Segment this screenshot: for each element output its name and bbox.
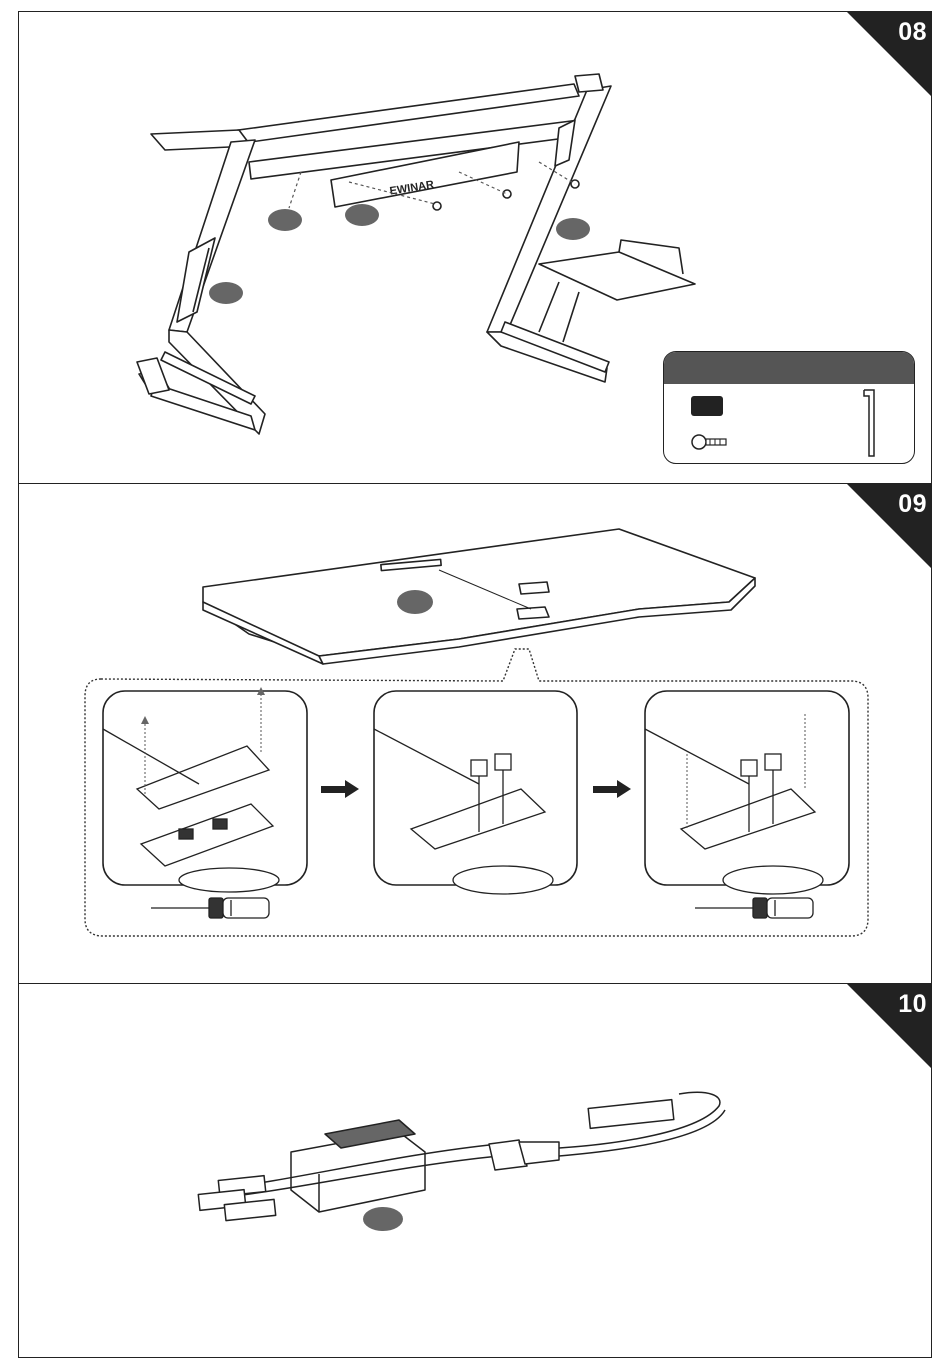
arrow-right-icon (321, 780, 359, 798)
callout-oval (268, 209, 302, 231)
callout-oval (397, 590, 433, 614)
step-number: 09 (898, 490, 927, 519)
bolt-icon (692, 435, 726, 449)
callout-oval (556, 218, 590, 240)
callout-oval (345, 204, 379, 226)
detail-window-3 (645, 691, 849, 885)
screwdriver-icon (151, 898, 269, 918)
step-08-panel: EWINAR (18, 11, 932, 484)
screwdriver-icon (695, 898, 813, 918)
step-10-panel: 10 (18, 983, 932, 1358)
callout-oval (363, 1207, 403, 1231)
hardware-box-header (664, 352, 914, 384)
hardware-tag (691, 396, 723, 416)
cable-hub-illustration (19, 984, 932, 1358)
detail-window-2 (374, 691, 577, 885)
arrow-right-icon (593, 780, 631, 798)
allen-key-icon (864, 390, 874, 456)
step-number: 08 (898, 18, 927, 47)
step-number: 10 (898, 990, 927, 1019)
callout-oval (209, 282, 243, 304)
hardware-items (664, 384, 915, 464)
step-09-panel: 09 (18, 483, 932, 984)
desktop-board-illustration (19, 484, 932, 984)
hardware-box (663, 351, 915, 464)
